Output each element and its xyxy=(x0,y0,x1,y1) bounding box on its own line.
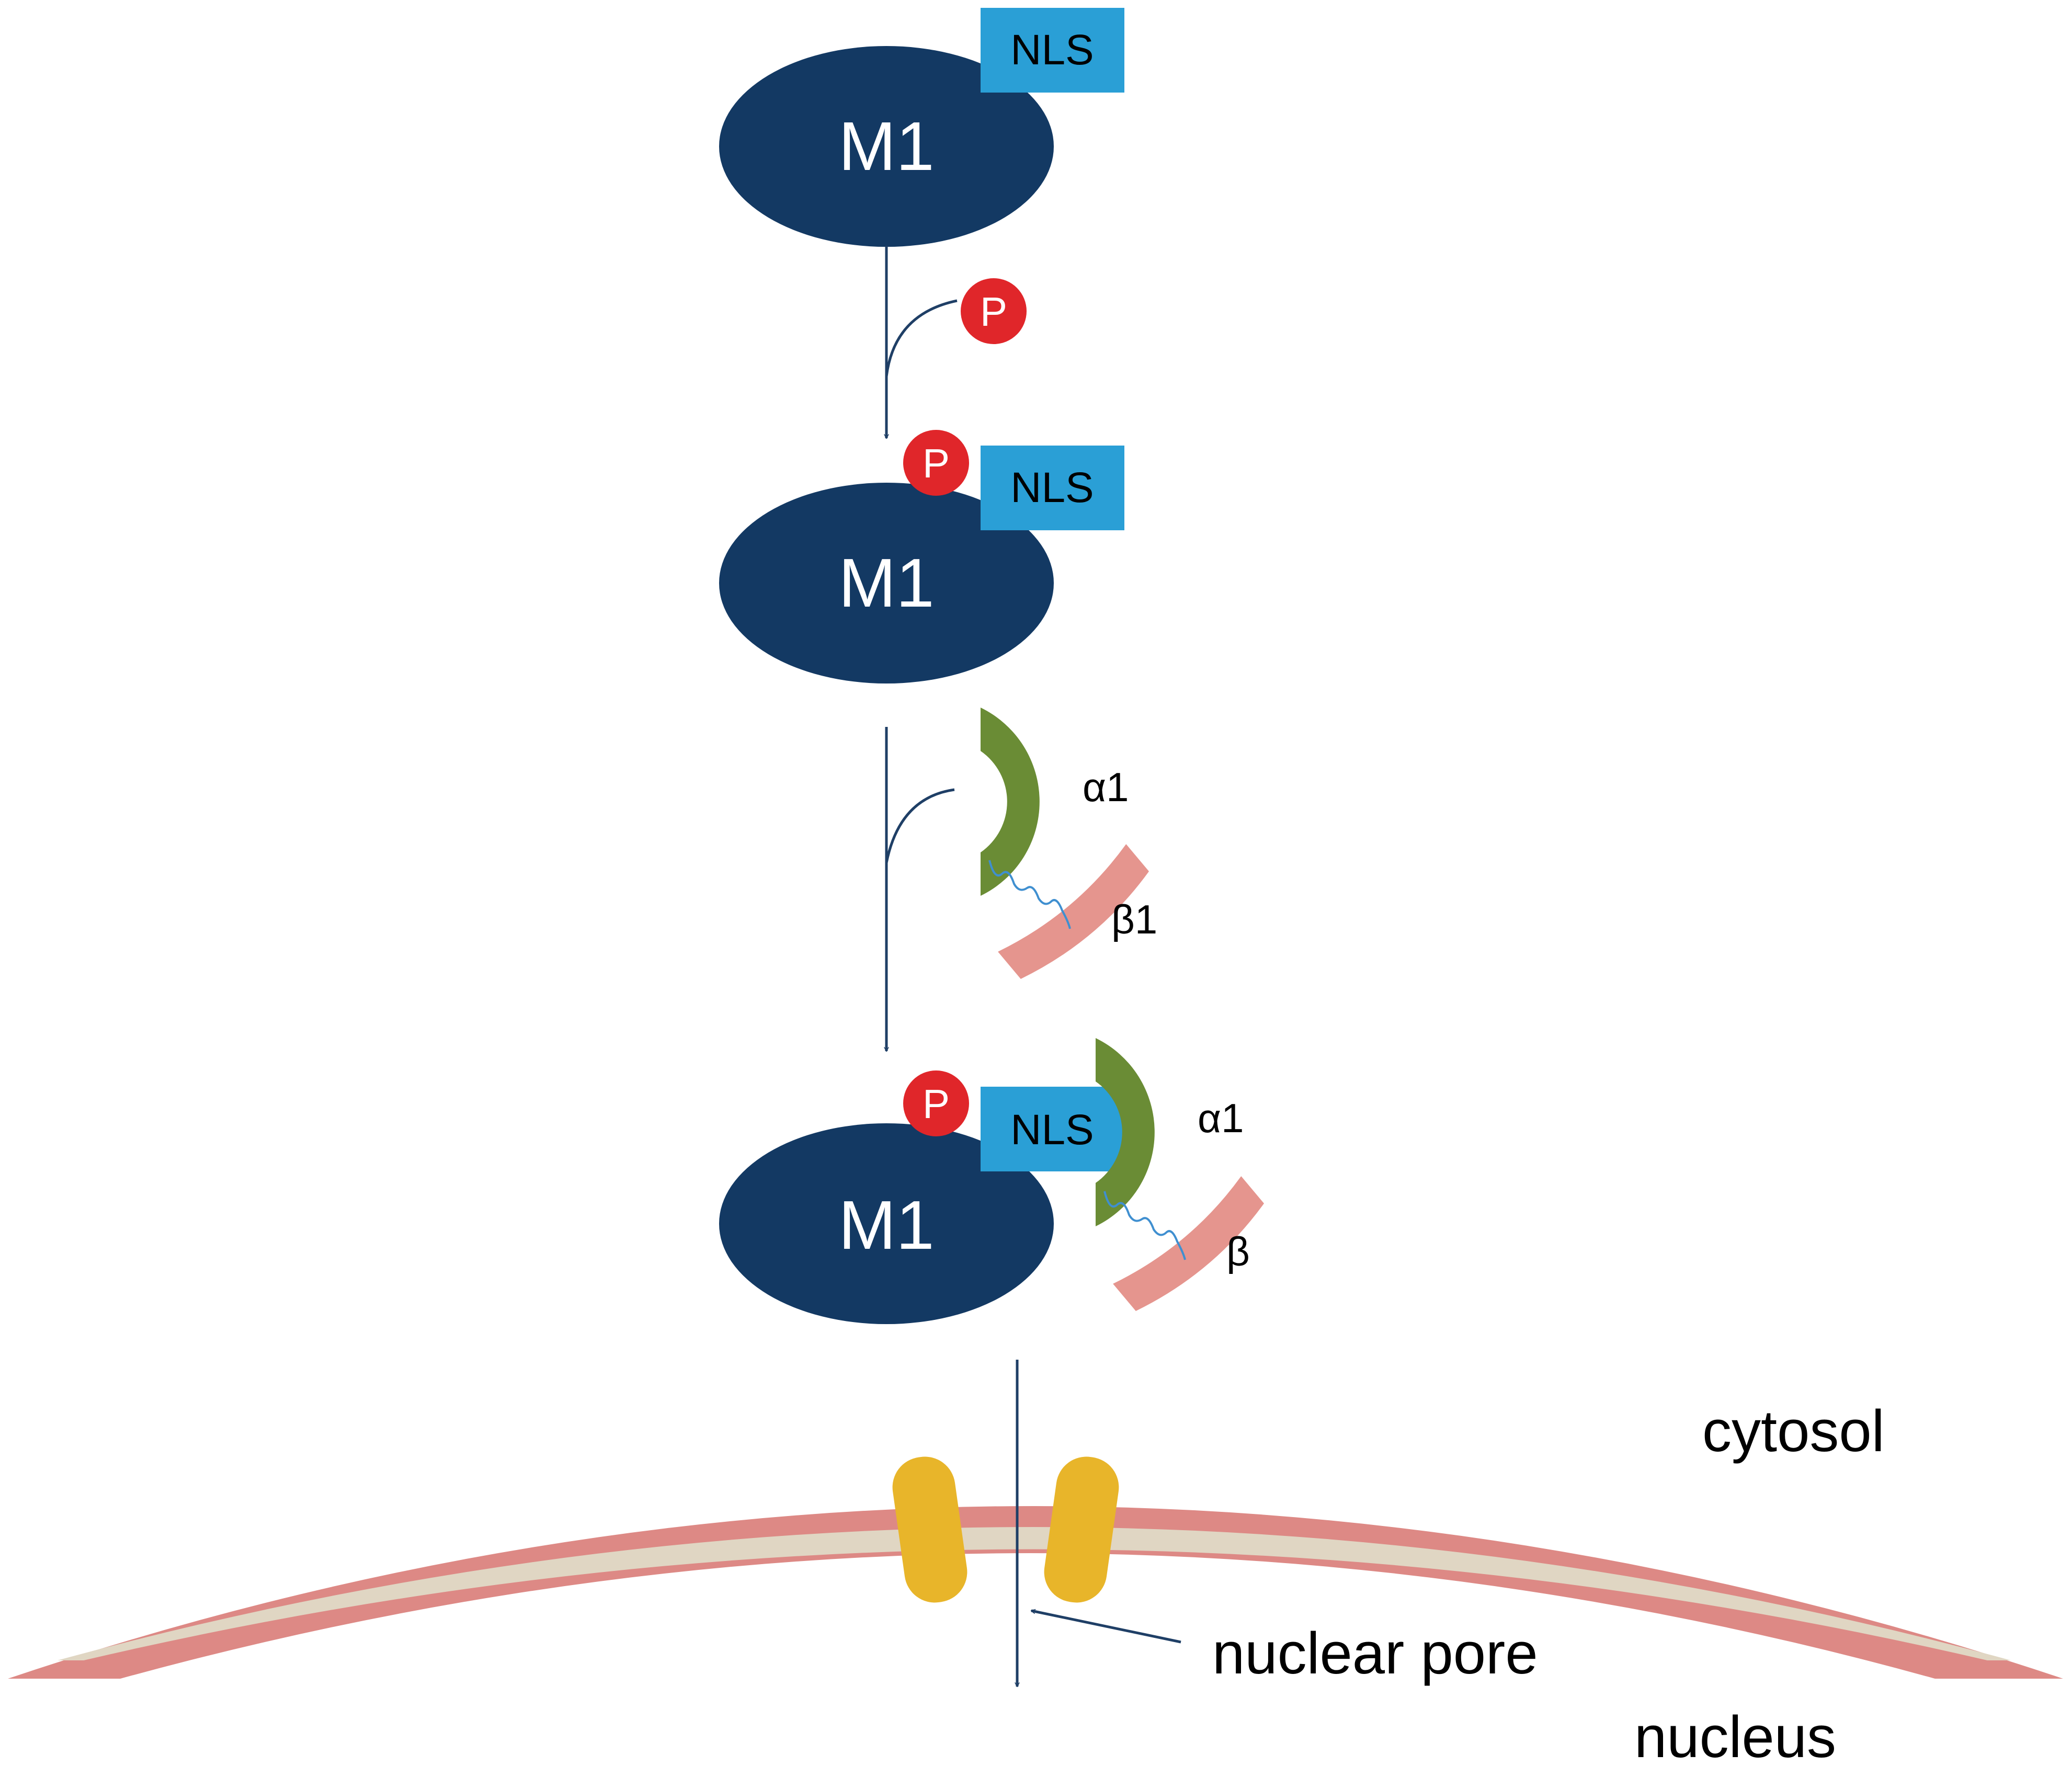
phosphate-bound xyxy=(903,430,969,496)
m1-label: M1 xyxy=(838,544,934,621)
importin-alpha xyxy=(1096,1038,1155,1226)
importin-beta-label: β xyxy=(1226,1228,1250,1274)
membrane-outer-layer xyxy=(8,1506,2063,1679)
importin-heterodimer-free: α1 β1 xyxy=(981,708,1157,979)
pore-pointer-line xyxy=(1031,1611,1181,1644)
nls-label: NLS xyxy=(1010,1106,1094,1154)
importin-linker xyxy=(988,860,1071,929)
nuclear-envelope xyxy=(8,1456,2063,1679)
stage-3-import-complex: M1 NLS P α1 β xyxy=(719,1038,1264,1324)
m1-label: M1 xyxy=(838,1187,934,1263)
phosphorylation-arrow: P xyxy=(886,246,1027,438)
m1-protein xyxy=(719,483,1054,683)
importin-binding-arrow xyxy=(885,727,955,1051)
phosphate-bound-label: P xyxy=(923,440,950,486)
cytosol-label: cytosol xyxy=(1702,1398,1885,1464)
importin-alpha xyxy=(981,708,1040,896)
nucleus-label: nucleus xyxy=(1634,1704,1836,1766)
arrow-1-branch xyxy=(885,299,958,377)
phosphate-in xyxy=(961,278,1027,344)
membrane-inner-layer xyxy=(58,1527,2011,1660)
phosphate-bound-label: P xyxy=(923,1081,950,1127)
phosphate-bound xyxy=(903,1070,969,1136)
importin-linker xyxy=(1103,1191,1186,1260)
m1-protein xyxy=(719,1123,1054,1324)
nuclear-pore-right xyxy=(1044,1456,1119,1603)
arrow-2-branch xyxy=(885,788,955,863)
nls-tag xyxy=(981,1087,1124,1171)
m1-label: M1 xyxy=(838,108,934,185)
importin-beta-label: β1 xyxy=(1111,896,1157,942)
importin-alpha-label: α1 xyxy=(1198,1095,1244,1141)
stage-1-m1-complex: M1 NLS xyxy=(719,8,1124,247)
nuclear-pore-left xyxy=(892,1456,967,1603)
phosphate-in-label: P xyxy=(980,289,1007,335)
importin-beta xyxy=(1113,1176,1264,1311)
importin-beta xyxy=(998,844,1149,979)
nls-tag xyxy=(981,8,1124,93)
nuclear-pore-label: nuclear pore xyxy=(1212,1621,1538,1686)
stage-2-phosphorylated-m1: M1 NLS P xyxy=(719,430,1124,683)
nls-label: NLS xyxy=(1010,26,1094,74)
nls-tag xyxy=(981,446,1124,530)
m1-protein xyxy=(719,46,1054,247)
importin-alpha-label: α1 xyxy=(1083,764,1129,810)
nls-label: NLS xyxy=(1010,464,1094,511)
